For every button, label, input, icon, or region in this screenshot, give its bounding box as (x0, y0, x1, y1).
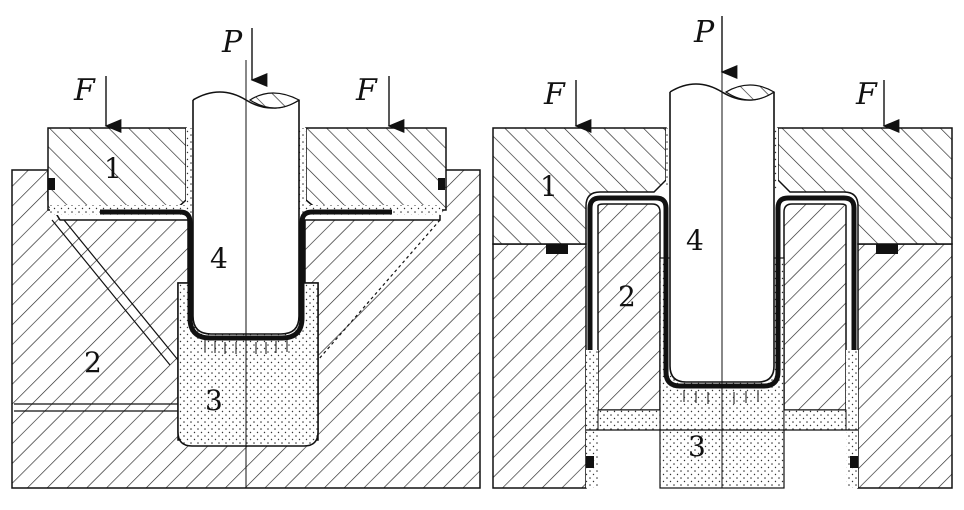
right-fluid-left-wall (586, 350, 598, 488)
left-label-1: 1 (104, 152, 122, 185)
left-channel-left-b (63, 219, 179, 361)
left-label-f1: F (73, 73, 96, 108)
right-fluid-right-wall (846, 350, 858, 488)
left-diagram: P F F 1 2 3 4 (11, 25, 481, 489)
left-label-f2: F (355, 73, 378, 108)
right-die-outer-r (857, 243, 953, 489)
left-fluid-gap-right (298, 128, 306, 208)
right-seal-top-r (876, 244, 898, 254)
right-seal-bot-l (586, 456, 594, 468)
left-seal-r (438, 178, 445, 190)
right-pressure-rays (683, 390, 759, 404)
right-seal-bot-r (850, 456, 858, 468)
left-blank-holder-right (305, 127, 447, 211)
right-label-p: P (693, 15, 715, 50)
right-label-2: 2 (618, 280, 636, 313)
right-holder (492, 127, 667, 245)
right-die-outer (492, 243, 587, 489)
right-label-f1: F (543, 77, 566, 112)
left-channel-left (51, 219, 171, 366)
right-punch-cut (724, 84, 776, 101)
right-seal-top-l (546, 244, 568, 254)
right-diagram: P F F 1 2 3 4 (492, 15, 953, 489)
left-pressure-rays (204, 340, 288, 354)
left-channel-right (317, 219, 441, 361)
right-label-1: 1 (540, 170, 558, 203)
left-label-3: 3 (205, 384, 223, 417)
right-die-post-left (597, 203, 661, 411)
left-punch-cut (248, 92, 301, 109)
right-label-3: 3 (688, 430, 706, 463)
left-channel-bottom (14, 403, 178, 412)
left-label-p: P (221, 25, 243, 60)
right-holder-r (777, 127, 953, 245)
right-label-f2: F (855, 77, 878, 112)
right-die-post-right (783, 203, 847, 411)
left-fluid-gap-left (186, 128, 194, 208)
right-label-4: 4 (686, 224, 704, 257)
left-seal-l (48, 178, 55, 190)
left-label-2: 2 (84, 346, 102, 379)
left-label-4: 4 (210, 242, 228, 275)
